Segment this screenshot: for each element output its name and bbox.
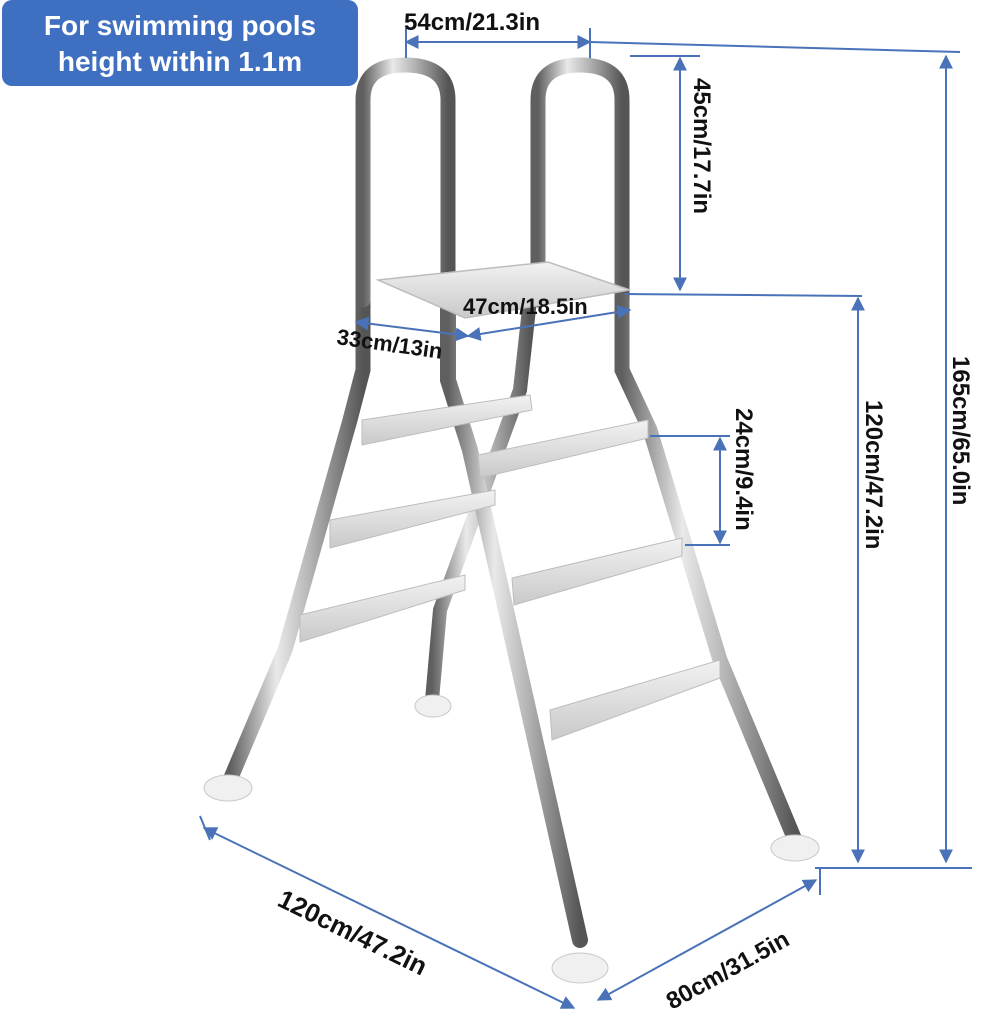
label-base-length: 120cm/47.2in <box>273 883 432 981</box>
foot-front-left <box>203 774 253 802</box>
tread-left-2 <box>329 489 496 549</box>
foot-right <box>770 834 820 862</box>
left-frame <box>222 292 371 788</box>
tread-right-1 <box>477 419 649 479</box>
label-step-spacing: 24cm/9.4in <box>730 408 757 531</box>
badge-line-1: For swimming pools <box>43 10 317 41</box>
tread-right-3 <box>549 659 721 741</box>
label-handrail-height: 45cm/17.7in <box>688 78 715 214</box>
tread-left-3 <box>299 574 466 643</box>
dim-platform-depth-line <box>354 316 470 342</box>
badge-line-2: height within 1.1m <box>57 46 303 77</box>
tread-right-2 <box>511 537 683 606</box>
dimension-lines <box>199 28 972 1009</box>
dim-platform-width-line <box>466 305 632 341</box>
label-platform-height: 120cm/47.2in <box>860 400 887 549</box>
label-base-width: 80cm/31.5in <box>662 926 794 1016</box>
left-handrail <box>355 57 456 308</box>
dim-base-width-line <box>596 879 818 1001</box>
dim-base-length-line <box>202 827 576 1009</box>
right-handrail <box>530 57 630 308</box>
top-platform <box>375 261 631 319</box>
ladder <box>203 57 820 984</box>
label-total-height: 165cm/65.0in <box>947 356 974 505</box>
foot-front <box>551 952 609 984</box>
foot-rear-left <box>414 694 452 718</box>
tread-left-1 <box>361 394 533 446</box>
label-platform-width: 47cm/18.5in <box>463 294 588 319</box>
pool-height-badge: For swimming pools height within 1.1m <box>2 0 358 86</box>
label-top-width: 54cm/21.3in <box>404 9 540 36</box>
right-rear-leg <box>614 292 803 848</box>
